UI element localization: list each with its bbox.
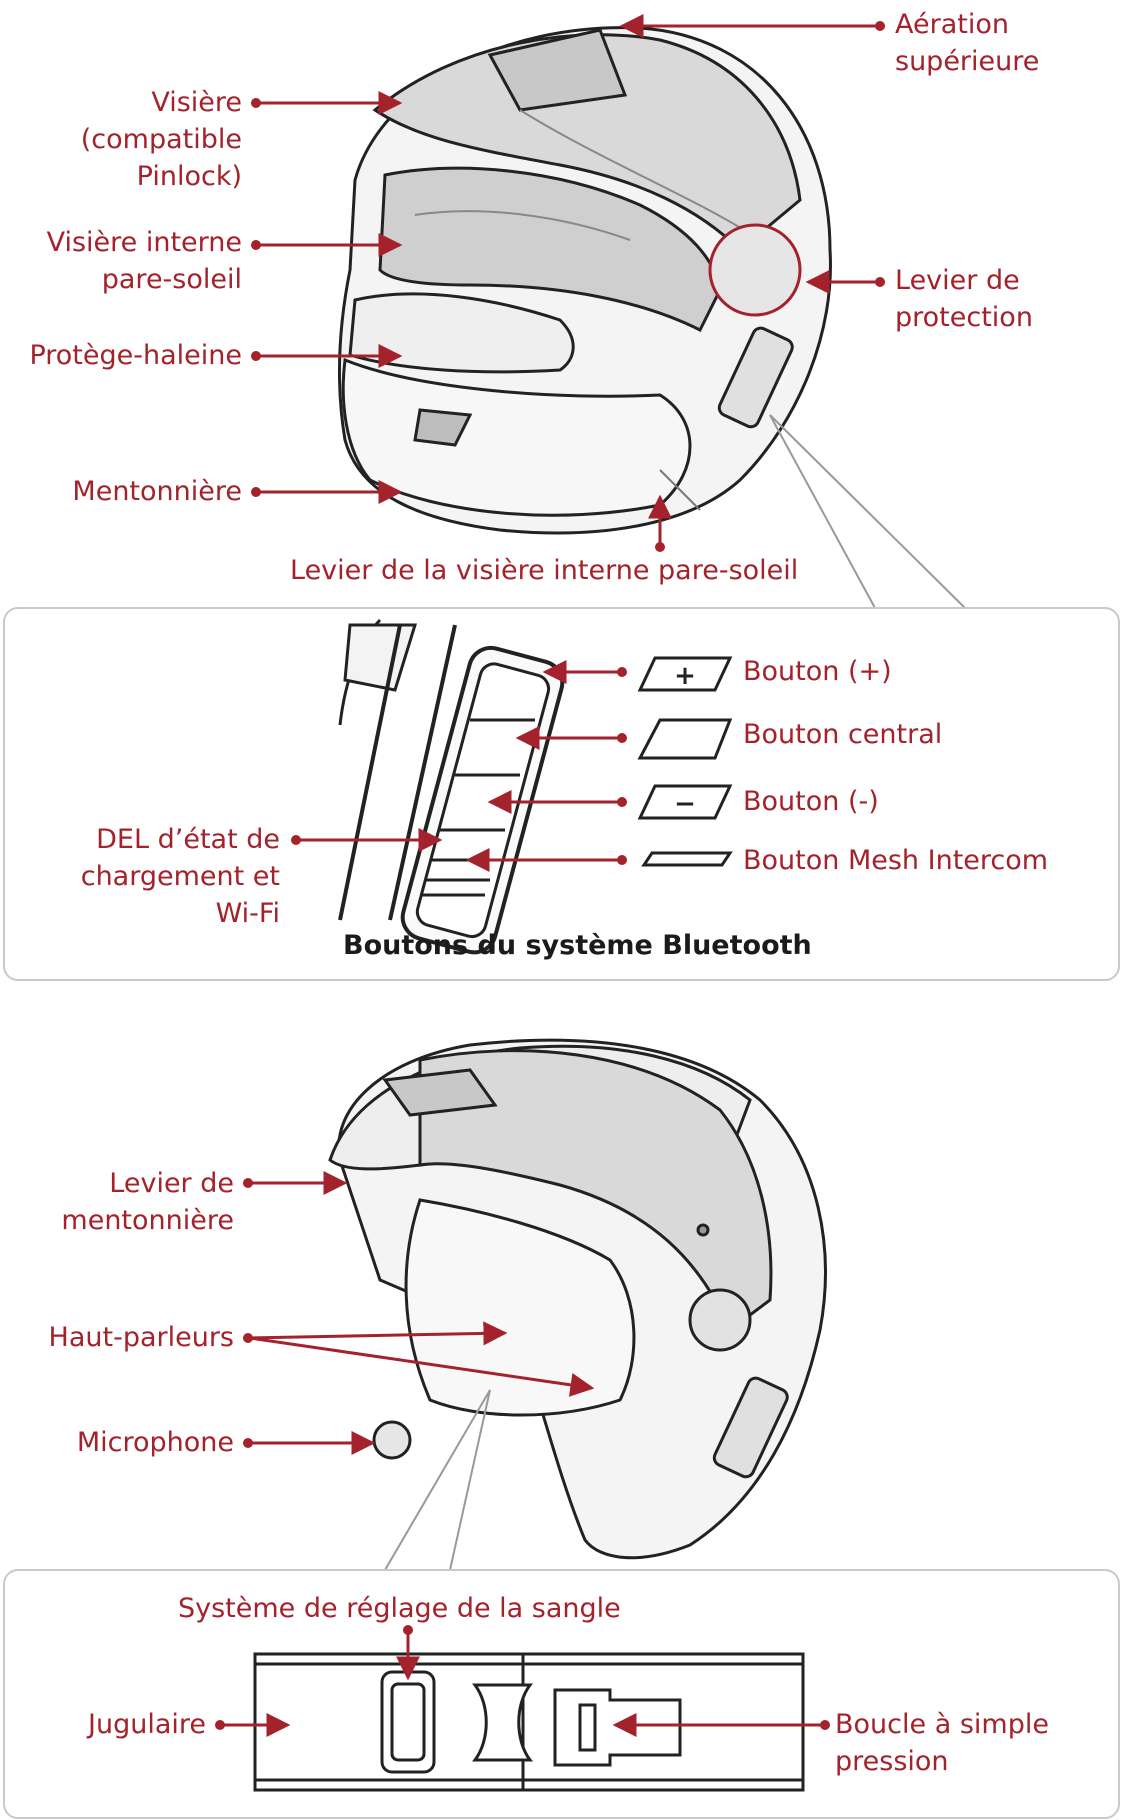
label-chin-bar: Mentonnière	[72, 473, 242, 510]
label-sun-visor-lever: Levier de la visière interne pare-soleil	[290, 552, 798, 589]
label-center-button: Bouton central	[743, 716, 942, 753]
label-plus-button: Bouton (+)	[743, 653, 892, 690]
buckle-male	[555, 1690, 680, 1765]
label-buckle: Boucle à simple pression	[835, 1706, 1049, 1780]
label-visor: Visière (compatible Pinlock)	[81, 84, 242, 195]
label-strap-adjust-system: Système de réglage de la sangle	[178, 1590, 621, 1627]
microphone-shape	[374, 1422, 410, 1458]
label-led-status: DEL d’état de chargement et Wi-Fi	[81, 821, 280, 932]
strap-illustration	[255, 1654, 803, 1790]
plus-glyph: +	[674, 661, 696, 691]
label-mesh-button: Bouton Mesh Intercom	[743, 842, 1048, 879]
label-top-vent: Aération supérieure	[895, 6, 1039, 80]
bottom-helmet-illustration	[330, 1040, 825, 1558]
label-speakers: Haut-parleurs	[49, 1319, 234, 1356]
label-microphone: Microphone	[77, 1424, 234, 1461]
mesh-button-icon	[644, 853, 730, 865]
label-sun-visor: Visière interne pare-soleil	[47, 224, 242, 298]
label-minus-button: Bouton (-)	[743, 783, 879, 820]
label-locking-lever: Levier de protection	[895, 262, 1033, 336]
locking-lever-highlight	[710, 225, 800, 315]
minus-glyph: −	[674, 789, 696, 819]
label-breath-guard: Protège-haleine	[29, 337, 242, 374]
label-chin-bar-lever: Levier de mentonnière	[61, 1165, 234, 1239]
buttons-panel-caption: Boutons du système Bluetooth	[343, 930, 812, 961]
top-helmet-illustration	[340, 28, 831, 533]
label-chin-strap: Jugulaire	[88, 1706, 206, 1743]
